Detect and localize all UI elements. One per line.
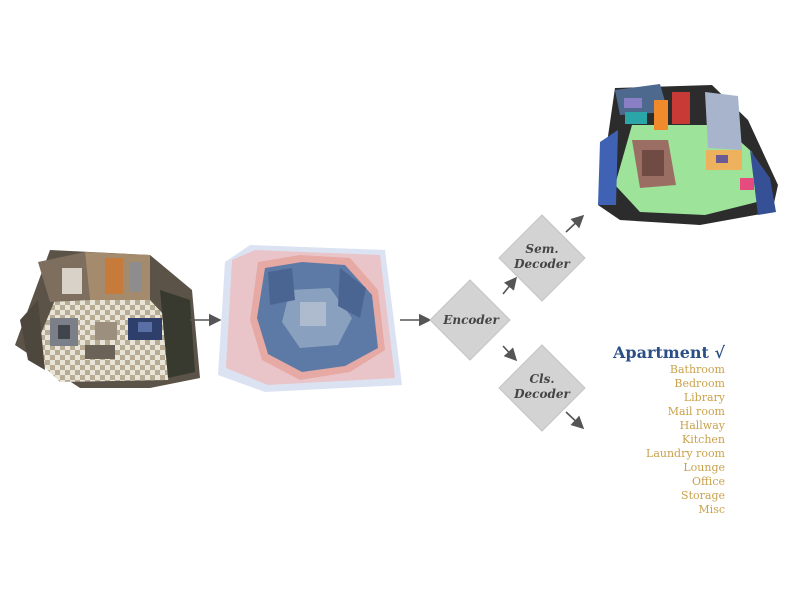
class-item-laundry-room: Laundry room	[646, 447, 725, 460]
class-item-lounge: Lounge	[683, 461, 725, 474]
class-item-hallway: Hallway	[679, 419, 725, 432]
sem-decoder-label-line1: Sem.	[525, 242, 558, 256]
sem-decoder-diamond	[498, 214, 586, 302]
arrow-sem-to-segmentation	[565, 214, 585, 233]
segmented-scan-image	[598, 84, 778, 225]
classification-output: Apartment √ Bathroom Bedroom Library Mai…	[590, 343, 725, 517]
check-mark-icon: √	[714, 343, 725, 362]
encoder-diamond	[429, 279, 511, 361]
class-item-misc: Misc	[698, 503, 725, 516]
predicted-class-label: Apartment	[612, 343, 709, 362]
class-item-bedroom: Bedroom	[674, 377, 725, 390]
sem-decoder-label-line2: Decoder	[513, 257, 571, 271]
class-item-mail-room: Mail room	[667, 405, 725, 418]
arrow-encoder-to-sem	[502, 276, 518, 295]
class-item-office: Office	[691, 475, 725, 488]
encoder-label: Encoder	[442, 313, 500, 327]
class-item-kitchen: Kitchen	[682, 433, 725, 446]
class-item-bathroom: Bathroom	[669, 363, 725, 376]
cls-decoder-label-line1: Cls.	[529, 372, 554, 386]
class-item-storage: Storage	[681, 489, 725, 502]
cls-decoder-label-line2: Decoder	[513, 387, 571, 401]
cls-decoder-diamond	[498, 344, 586, 432]
arrow-encoder-to-cls	[502, 345, 518, 362]
predicted-class: Apartment √	[590, 343, 725, 363]
class-item-library: Library	[683, 391, 725, 404]
arrow-cls-to-classification	[565, 411, 585, 430]
input-scan-image	[15, 250, 200, 388]
voxel-volume-image	[218, 245, 402, 392]
